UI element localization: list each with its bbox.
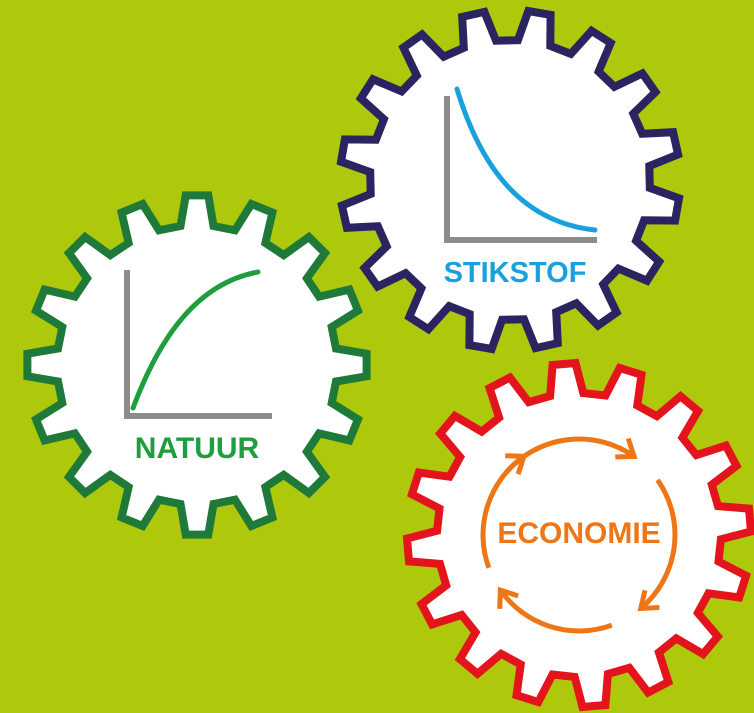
gear-natuur: NATUUR xyxy=(23,191,371,539)
gear-label-stikstof: STIKSTOF xyxy=(444,257,587,289)
decay-curve xyxy=(454,86,598,233)
rising-curve xyxy=(130,269,261,411)
cycle-arrow-head-3 xyxy=(497,586,519,609)
cycle-arrows-icon xyxy=(480,436,678,634)
chart-axis xyxy=(124,270,272,419)
gear-economie: ECONOMIE xyxy=(402,358,754,712)
cycle-arrow-head-4 xyxy=(505,453,528,475)
cycle-arrow-arc-4 xyxy=(480,454,526,569)
gear-label-natuur: NATUUR xyxy=(135,432,260,465)
cycle-arrow-arc-2 xyxy=(639,478,678,611)
chart-axis xyxy=(444,96,597,243)
gear-economie-outline xyxy=(402,358,754,712)
decay-curve-chart-icon xyxy=(444,86,598,243)
gear-stikstof-outline xyxy=(336,6,684,354)
rising-curve-chart-icon xyxy=(124,269,272,419)
cycle-arrow-head-2 xyxy=(637,589,660,612)
gear-stikstof: STIKSTOF xyxy=(336,6,684,354)
gear-natuur-outline xyxy=(23,191,371,539)
cycle-arrow-arc-3 xyxy=(498,588,613,634)
gear-label-economie: ECONOMIE xyxy=(497,517,660,550)
cycle-arrow-head-1 xyxy=(615,437,638,460)
